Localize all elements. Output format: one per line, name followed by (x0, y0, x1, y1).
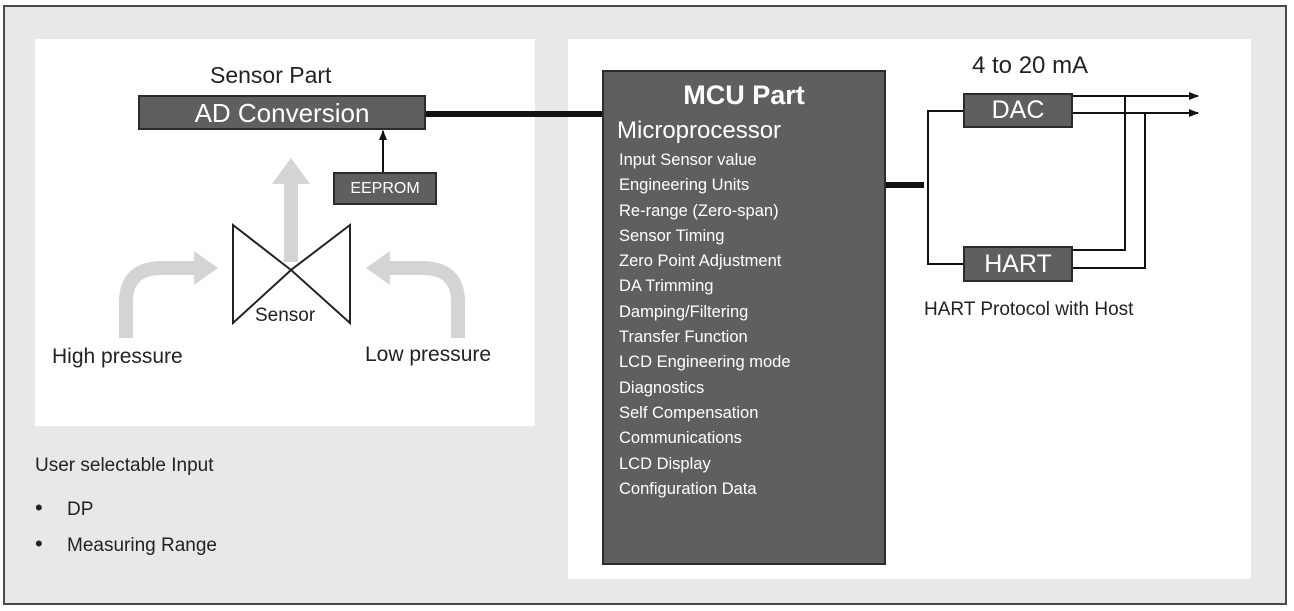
mcu-function-item: Transfer Function (619, 328, 748, 347)
current-range-label: 4 to 20 mA (972, 52, 1089, 79)
bus-to-dac-hart-wire (927, 110, 963, 265)
high-pressure-arrowhead (194, 251, 218, 285)
mcu-function-item: Communications (619, 429, 742, 448)
mcu-function-item: Sensor Timing (619, 226, 725, 245)
mcu-block (602, 70, 886, 565)
user-input-heading: User selectable Input (35, 455, 214, 476)
mcu-function-item: Input Sensor value (619, 151, 757, 169)
mcu-function-item: LCD Engineering mode (619, 353, 791, 372)
mcu-function-item: Zero Point Adjustment (619, 252, 782, 271)
mcu-function-item: Diagnostics (619, 378, 705, 397)
user-input-item: Measuring Range (35, 527, 217, 563)
mcu-function-item: Configuration Data (619, 479, 757, 498)
high-pressure-label: High pressure (52, 345, 183, 368)
eeprom-label: EEPROM (350, 180, 420, 197)
high-pressure-flow-arrow (119, 261, 196, 338)
hart-loop-wire-1 (1073, 96, 1126, 251)
mcu-subtitle: Microprocessor (617, 117, 782, 144)
sensor-left-triangle (232, 222, 293, 326)
ad-conversion-label: AD Conversion (194, 98, 370, 128)
sensor-right-triangle (289, 222, 351, 326)
sensor-part-title: Sensor Part (210, 62, 332, 88)
dac-label: DAC (991, 96, 1045, 124)
hart-protocol-caption: HART Protocol with Host (924, 299, 1134, 320)
eeprom-block: EEPROM (333, 172, 437, 205)
mcu-function-item: Engineering Units (619, 176, 750, 195)
output-wiring (927, 92, 1199, 269)
mcu-function-item: DA Trimming (619, 277, 714, 296)
mcu-function-item: LCD Display (619, 454, 711, 473)
low-pressure-arrowhead (366, 251, 390, 285)
ad-conversion-block: AD Conversion (138, 95, 426, 130)
hart-block: HART (963, 246, 1073, 282)
low-pressure-label: Low pressure (365, 343, 492, 366)
sensor-label: Sensor (255, 305, 316, 326)
mcu-title: MCU Part (683, 80, 805, 110)
user-input-list: DP Measuring Range (35, 491, 217, 563)
up-flow-arrowhead (272, 158, 310, 184)
user-input-item: DP (35, 491, 217, 527)
mcu-function-list: Input Sensor value Engineering Units Re-… (619, 148, 791, 502)
mcu-function-item: Damping/Filtering (619, 302, 749, 321)
low-pressure-flow-arrow (390, 261, 465, 338)
mcu-function-item: Self Compensation (619, 403, 759, 422)
hart-loop-wire-2 (1073, 113, 1146, 269)
mcu-function-item: Re-range (Zero-span) (619, 201, 779, 220)
hart-label: HART (984, 250, 1052, 278)
pressure-flow-arrows (119, 182, 465, 338)
dac-block: DAC (963, 93, 1073, 128)
